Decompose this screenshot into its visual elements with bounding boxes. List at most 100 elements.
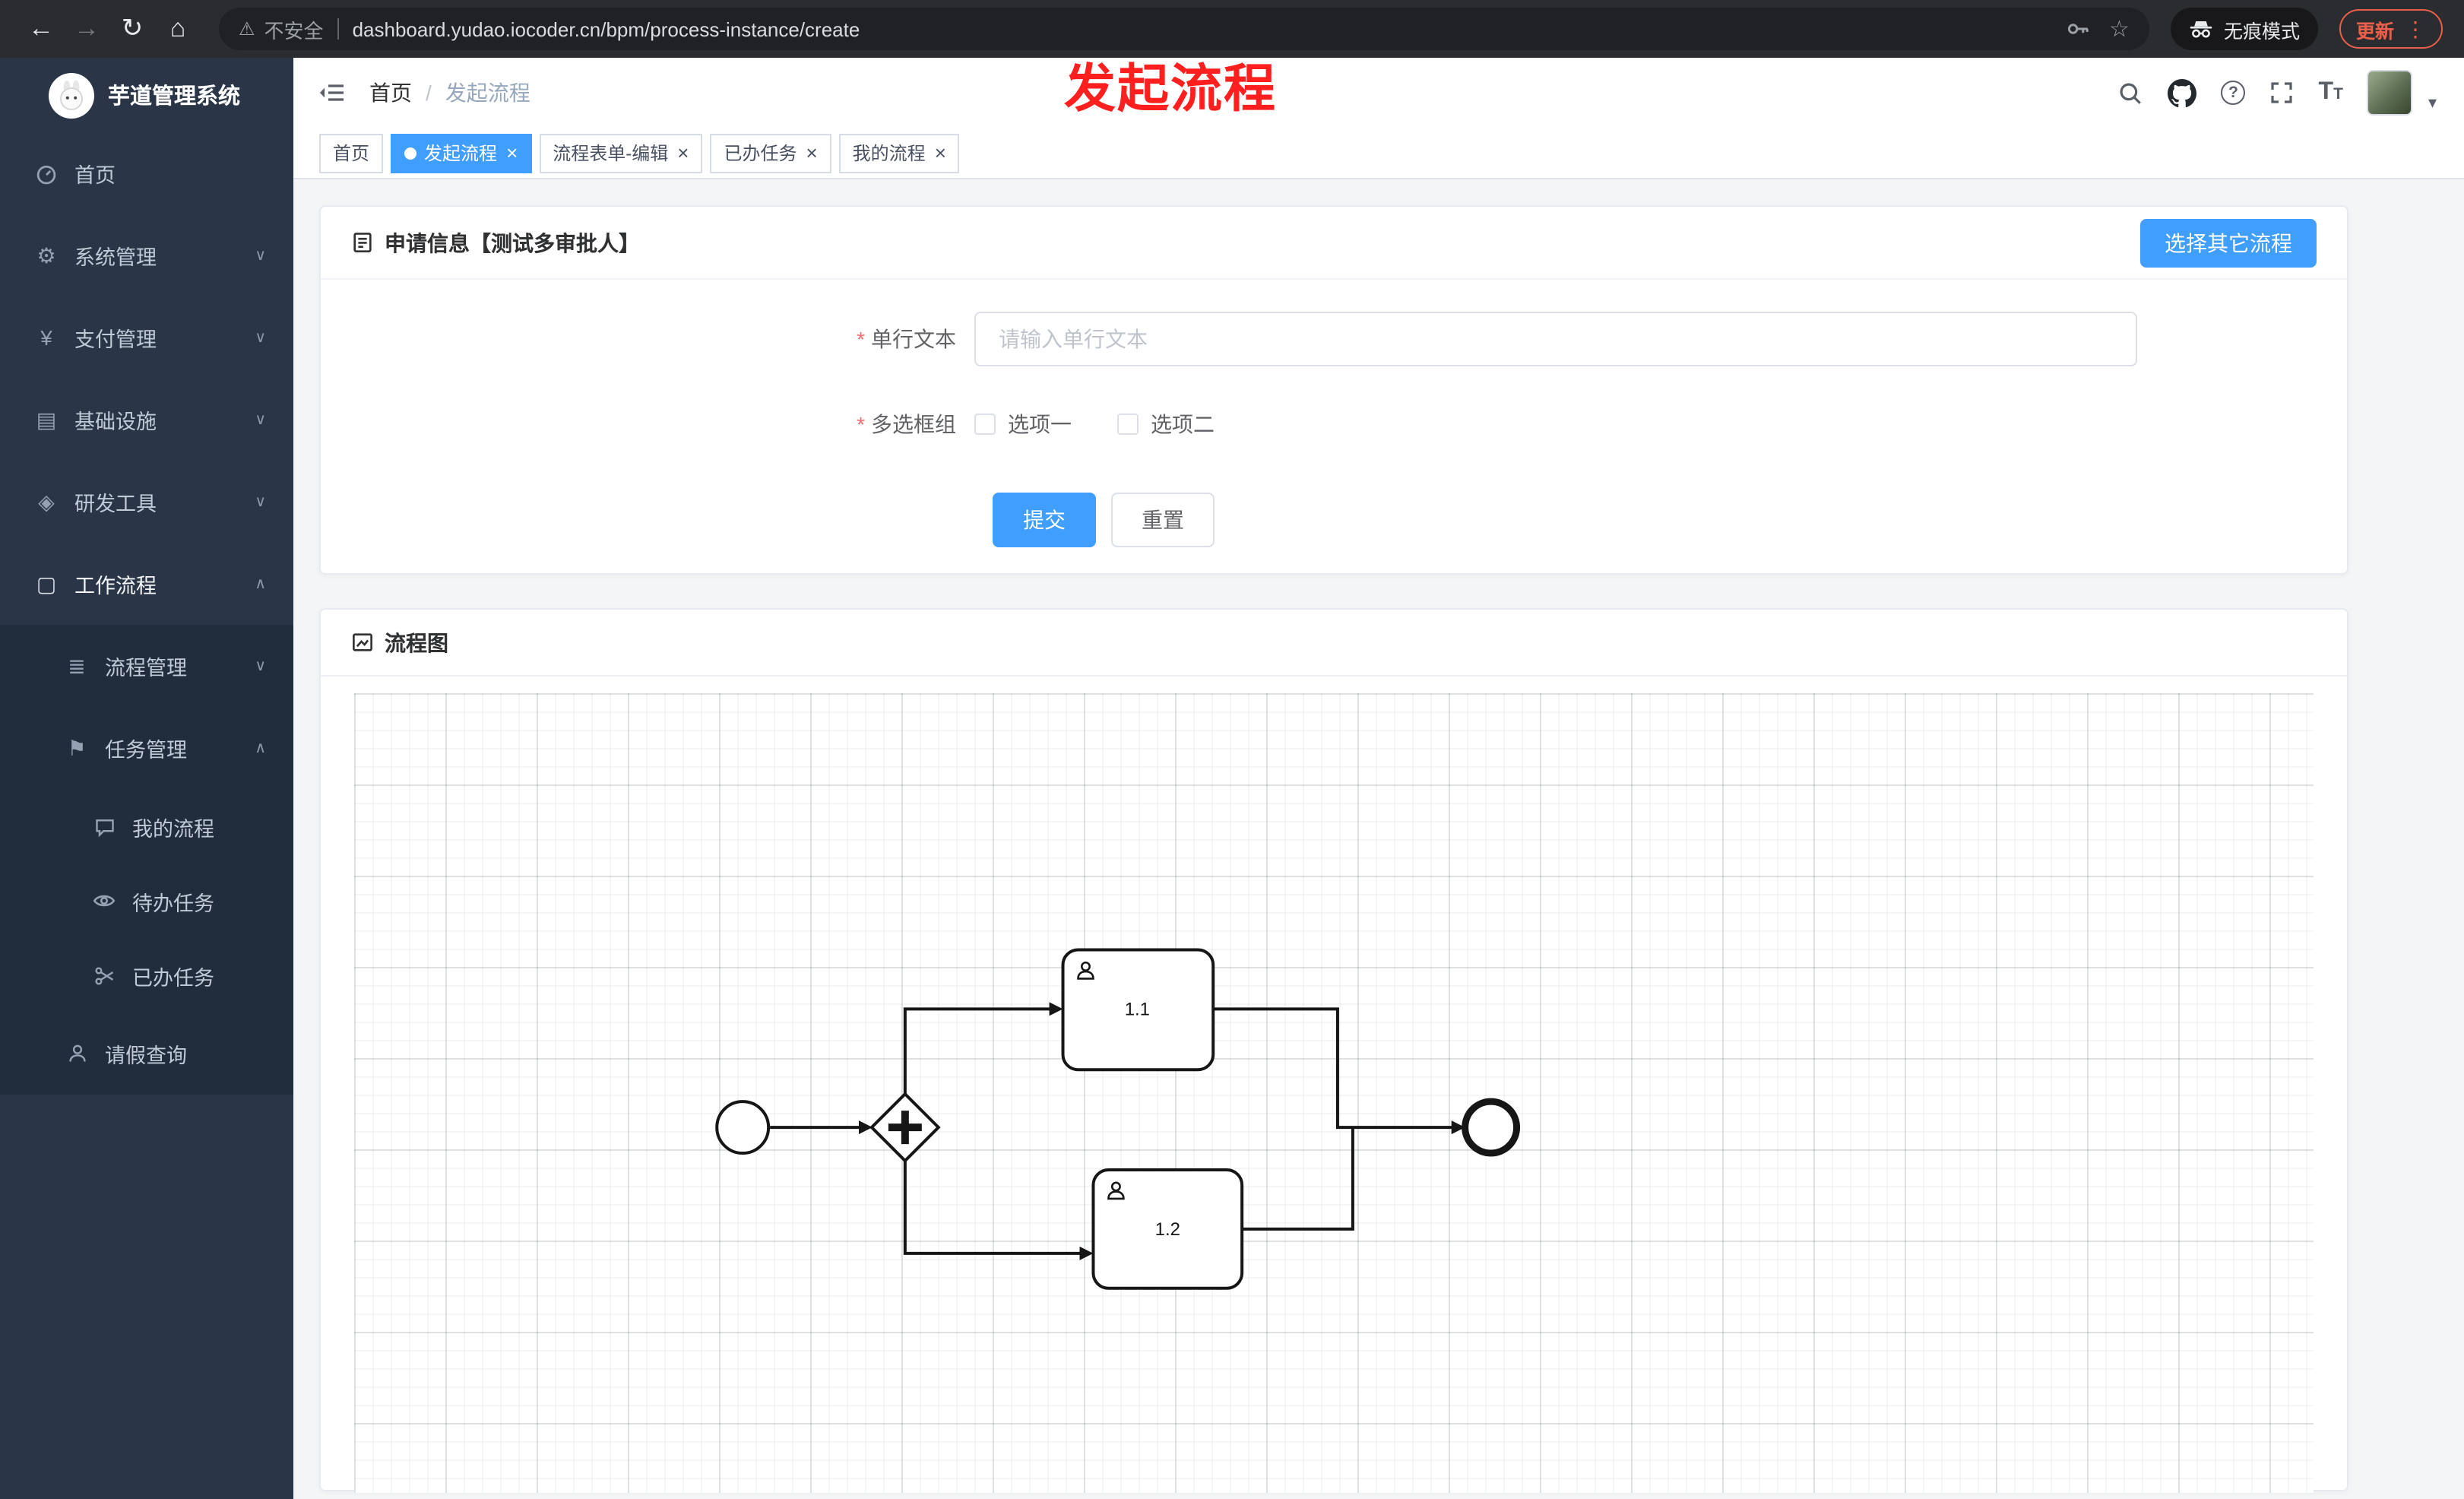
sidebar-item-workflow[interactable]: ▢ 工作流程 ∧ — [0, 543, 293, 625]
bpmn-parallel-gateway[interactable] — [869, 1092, 941, 1163]
browser-menu-icon[interactable]: ⋮ — [2405, 16, 2426, 40]
sidebar-item-done-tasks[interactable]: 已办任务 — [0, 938, 293, 1013]
submit-button[interactable]: 提交 — [993, 493, 1096, 547]
sidebar-item-devtools[interactable]: ◈ 研发工具 ∨ — [0, 461, 293, 543]
workflow-icon: ▢ — [36, 571, 57, 595]
bookmark-star-icon[interactable]: ☆ — [2109, 17, 2130, 43]
sidebar-item-home[interactable]: 首页 — [0, 132, 293, 214]
browser-back-icon[interactable]: ← — [28, 14, 54, 43]
bpmn-canvas[interactable]: 1.1 1.2 — [354, 693, 2314, 1493]
sidebar-item-todo-tasks[interactable]: 待办任务 — [0, 864, 293, 938]
page-content: 申请信息【测试多审批人】 选择其它流程 *单行文本 — [293, 179, 2464, 1499]
user-task-icon — [1077, 961, 1094, 980]
annotation-title: 发起流程 — [1064, 61, 1277, 119]
sidebar-item-label: 首页 — [74, 164, 116, 187]
font-size-large-glyph: T — [2318, 79, 2334, 105]
checkbox-label: 选项一 — [1008, 412, 1072, 436]
not-secure-label: 不安全 — [264, 19, 324, 42]
sidebar-item-my-process[interactable]: 我的流程 — [0, 789, 293, 864]
tab-label: 发起流程 — [424, 143, 498, 164]
tab-my-process[interactable]: 我的流程 × — [838, 133, 960, 173]
checkbox-group-label: *多选框组 — [321, 409, 974, 439]
single-line-text-input[interactable] — [974, 312, 2137, 366]
checkbox-box[interactable] — [974, 414, 996, 435]
tab-home[interactable]: 首页 — [319, 133, 384, 173]
reset-button[interactable]: 重置 — [1111, 493, 1215, 547]
logo-avatar — [49, 72, 94, 118]
browser-home-icon[interactable]: ⌂ — [169, 14, 186, 43]
sidebar-item-label: 系统管理 — [74, 246, 157, 269]
checkbox-option-1[interactable]: 选项一 — [974, 409, 1072, 439]
process-form: *单行文本 *多选框组 选项一 — [321, 280, 2347, 547]
github-icon[interactable] — [2168, 78, 2197, 107]
tab-close-icon[interactable]: × — [677, 141, 689, 164]
tab-close-icon[interactable]: × — [934, 141, 946, 164]
breadcrumb-current: 发起流程 — [445, 81, 530, 105]
diagram-card-title-text: 流程图 — [385, 630, 448, 654]
parallel-plus-icon — [888, 1111, 922, 1145]
application-info-card: 申请信息【测试多审批人】 选择其它流程 *单行文本 — [319, 205, 2348, 575]
password-key-icon[interactable] — [2065, 17, 2089, 41]
bpmn-grid — [354, 693, 2314, 1493]
tab-process-form-edit[interactable]: 流程表单-编辑 × — [539, 133, 703, 173]
checkbox-group: 选项一 选项二 — [974, 397, 1215, 452]
avatar-caret-icon[interactable]: ▾ — [2428, 94, 2437, 113]
checkbox-option-2[interactable]: 选项二 — [1117, 409, 1215, 439]
card-title: 流程图 — [351, 627, 448, 658]
sidebar-item-label: 待办任务 — [132, 892, 214, 914]
gear-icon: ⚙ — [36, 242, 56, 267]
tags-view-bar: 首页 发起流程 × 流程表单-编辑 × 已办任务 × 我的流程 × — [293, 128, 2464, 179]
breadcrumb-separator: / — [426, 81, 432, 105]
breadcrumb-home[interactable]: 首页 — [369, 81, 412, 105]
list-icon: ≣ — [68, 653, 86, 677]
user-avatar[interactable] — [2367, 70, 2413, 116]
browser-update-menu-button[interactable]: 更新 ⋮ — [2339, 9, 2443, 49]
checkbox-box[interactable] — [1117, 414, 1139, 435]
sidebar-item-label: 我的流程 — [132, 817, 214, 840]
bpmn-end-event[interactable] — [1462, 1098, 1521, 1157]
tab-close-icon[interactable]: × — [806, 141, 818, 164]
sidebar-menu: 首页 ⚙ 系统管理 ∨ ¥ 支付管理 ∨ ▤ 基础设施 ∨ — [0, 132, 293, 1095]
tab-done-tasks[interactable]: 已办任务 × — [710, 133, 831, 173]
form-card-title-text: 申请信息【测试多审批人】 — [385, 230, 640, 255]
browser-reload-icon[interactable]: ↻ — [121, 14, 144, 43]
browser-toolbar: ← → ↻ ⌂ ⚠ 不安全 dashboard.yudao.iocoder.cn… — [0, 0, 2464, 58]
sidebar-item-infrastructure[interactable]: ▤ 基础设施 ∨ — [0, 379, 293, 461]
tab-close-icon[interactable]: × — [506, 141, 518, 164]
sidebar-item-payment[interactable]: ¥ 支付管理 ∨ — [0, 296, 293, 379]
top-navbar: 首页 / 发起流程 ? — [293, 58, 2464, 128]
fullscreen-icon[interactable] — [2270, 81, 2295, 105]
bpmn-start-event[interactable] — [715, 1100, 771, 1155]
diagram-icon — [353, 633, 372, 651]
sidebar-item-label: 支付管理 — [74, 328, 157, 351]
sidebar-item-system[interactable]: ⚙ 系统管理 ∨ — [0, 214, 293, 296]
sidebar-collapse-icon[interactable] — [318, 79, 345, 106]
person-icon — [64, 1043, 90, 1064]
tab-initiate-process[interactable]: 发起流程 × — [391, 133, 532, 173]
browser-forward-icon[interactable]: → — [74, 14, 100, 43]
sidebar-item-process-management[interactable]: ≣ 流程管理 ∨ — [0, 625, 293, 707]
search-icon[interactable] — [2118, 80, 2144, 106]
flag-icon: ⚑ — [67, 735, 87, 759]
bpmn-user-task-1-1[interactable]: 1.1 — [1061, 948, 1215, 1072]
yen-icon: ¥ — [40, 325, 52, 350]
bpmn-sequence-flow — [1242, 1127, 1354, 1231]
bpmn-sequence-flow — [903, 1161, 1094, 1260]
help-icon[interactable]: ? — [2221, 81, 2246, 105]
bpmn-user-task-1-2[interactable]: 1.2 — [1091, 1168, 1244, 1290]
app-logo[interactable]: 芋道管理系统 — [0, 58, 293, 132]
sidebar-item-label: 研发工具 — [74, 493, 157, 515]
user-task-icon — [1107, 1181, 1125, 1200]
sidebar: 芋道管理系统 首页 ⚙ 系统管理 ∨ ¥ — [0, 58, 293, 1499]
sidebar-item-task-management[interactable]: ⚑ 任务管理 ∧ — [0, 707, 293, 789]
chevron-down-icon: ∨ — [255, 493, 266, 510]
address-bar[interactable]: ⚠ 不安全 dashboard.yudao.iocoder.cn/bpm/pro… — [219, 8, 2149, 50]
sidebar-item-leave-query[interactable]: 请假查询 — [0, 1013, 293, 1095]
chevron-down-icon: ∨ — [255, 411, 266, 428]
select-other-process-button[interactable]: 选择其它流程 — [2140, 218, 2317, 267]
incognito-label: 无痕模式 — [2223, 21, 2300, 42]
infrastructure-icon: ▤ — [36, 407, 57, 431]
bpmn-sequence-flow — [903, 1002, 1063, 1095]
